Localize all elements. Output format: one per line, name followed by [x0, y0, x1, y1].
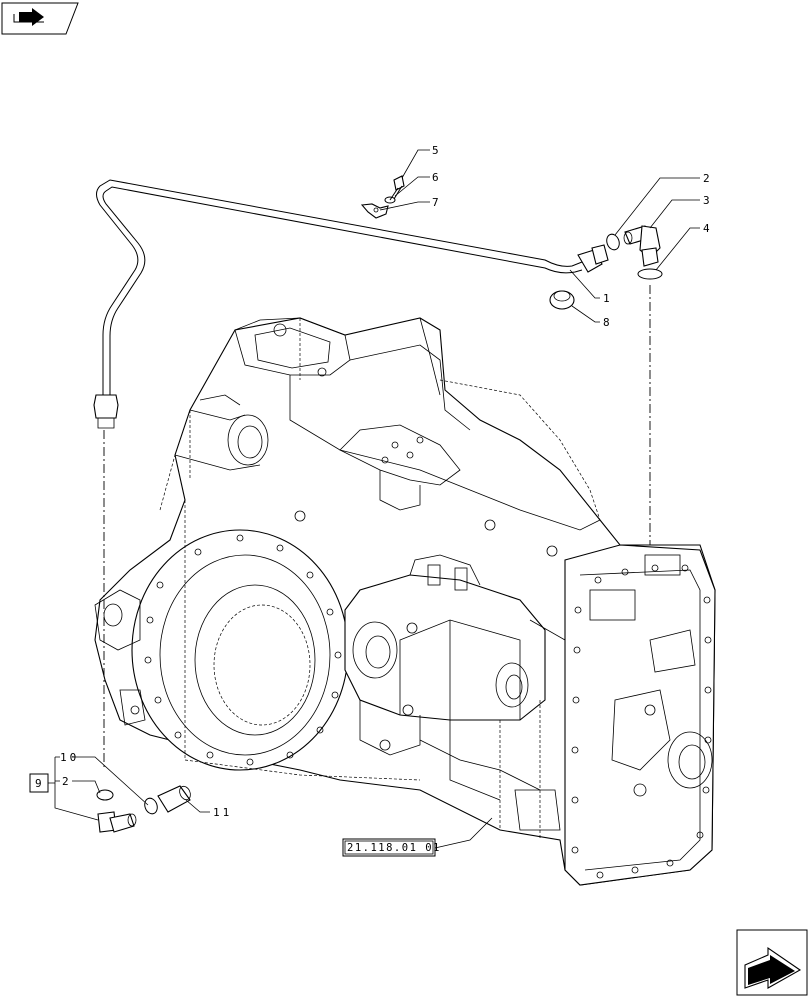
callout-8: 8 [603, 316, 610, 329]
callout-9-box: 9 [29, 773, 49, 793]
leader-lines [48, 149, 700, 849]
clip-7 [360, 203, 389, 219]
o-ring-2 [606, 233, 620, 251]
elbow-fitting-3 [623, 225, 661, 267]
callout-1: 1 [603, 292, 610, 305]
reference-code: 21.118.01 01 [347, 842, 441, 854]
transmission-housing [94, 317, 716, 886]
clamp-8 [549, 290, 575, 310]
callout-11: 11 [213, 806, 232, 819]
reference-box[interactable]: 21.118.01 01 [342, 838, 441, 857]
book-arrow-icon[interactable] [1, 2, 79, 35]
callout-9: 9 [35, 777, 42, 790]
o-ring-4 [637, 268, 663, 280]
oil-pipe [93, 179, 609, 429]
next-page-arrow-icon[interactable] [736, 929, 808, 996]
elbow-fitting-9 [97, 811, 137, 833]
callout-4: 4 [703, 222, 710, 235]
adapter-11 [157, 785, 191, 813]
o-ring-10 [144, 797, 158, 815]
callout-3: 3 [703, 194, 710, 207]
callout-10: 10 [60, 751, 79, 764]
o-ring-2-lower [96, 789, 114, 801]
callout-2: 2 [703, 172, 710, 185]
bolt-5 [389, 175, 405, 201]
callout-2-lower: 2 [62, 775, 69, 788]
callout-5: 5 [432, 144, 439, 157]
callout-labels: 5 6 7 2 3 4 1 8 10 2 11 [60, 144, 710, 819]
callout-7: 7 [432, 196, 439, 209]
washer-6 [384, 196, 396, 204]
callout-6: 6 [432, 171, 439, 184]
